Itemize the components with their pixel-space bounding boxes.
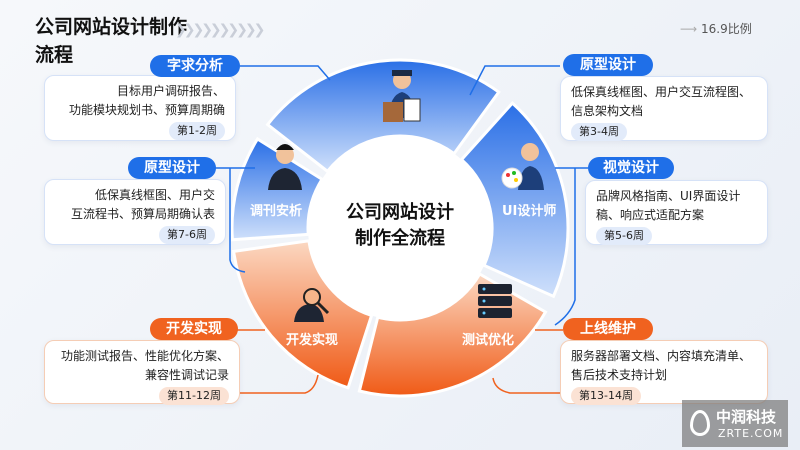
stage-text: 兼容性调试记录 [144, 368, 229, 382]
drop-logo-icon [690, 410, 710, 436]
segment-label-ui-designer: UI设计师 [502, 204, 557, 219]
server-stack-icon [478, 284, 512, 318]
weeks-badge: 第3-4周 [571, 123, 627, 141]
designer-palette-icon [501, 143, 544, 190]
center-title: 公司网站设计 制作全流程 [320, 200, 480, 252]
connector-line [492, 377, 563, 394]
center-title-line: 制作全流程 [355, 228, 445, 249]
arrow-right-icon: ⟶ [680, 22, 702, 36]
stage-card-visual-design: 品牌风格指南、UI界面设计 稿、响应式适配方案 第5-6周 [585, 180, 768, 245]
stage-text: 品牌风格指南、UI界面设计 [596, 189, 741, 203]
weeks-badge: 第5-6周 [596, 227, 652, 245]
connector-line [240, 65, 331, 81]
stage-text: 功能模块规划书、预算周期确 [68, 103, 225, 117]
stage-text: 目标用户调研报告、 [116, 84, 225, 98]
connector-line [240, 374, 319, 394]
watermark-logo: 中润科技 ZRTE.COM [682, 400, 788, 447]
stage-text: 功能测试报告、性能优化方案、 [60, 349, 229, 363]
stage-card-development: 功能测试报告、性能优化方案、 兼容性调试记录 第11-12周 [44, 340, 240, 405]
manager-clipboard-icon [383, 70, 421, 122]
stage-pill-prototype-right[interactable]: 原型设计 [563, 54, 653, 76]
stage-text: 服务器部署文档、内容填充清单、 [571, 349, 752, 363]
stage-pill-requirements[interactable]: 字求分析 [150, 55, 240, 77]
connector-line [229, 168, 246, 273]
stage-card-prototype-right: 低保真线框图、用户交互流程图、 信息架构文档 第3-4周 [560, 76, 768, 141]
stage-card-launch: 服务器部署文档、内容填充清单、 售后技术支持计划 第13-14周 [560, 340, 768, 405]
weeks-badge: 第1-2周 [169, 122, 225, 140]
ratio-text: 16.9比例 [701, 22, 752, 36]
weeks-badge: 第13-14周 [571, 387, 641, 405]
segment-label-testing: 测试优化 [462, 333, 515, 348]
watermark-url: ZRTE.COM [718, 427, 784, 440]
stage-pill-launch[interactable]: 上线维护 [563, 318, 653, 340]
page-title: 公司网站设计制作流程 [35, 16, 188, 66]
stage-text: 稿、响应式适配方案 [596, 208, 705, 222]
stage-card-requirements: 目标用户调研报告、 功能模块规划书、预算周期确 第1-2周 [44, 75, 236, 141]
stage-text: 低保真线框图、用户交 [94, 188, 215, 202]
ratio-label: ⟶ 16.9比例 [680, 20, 752, 37]
developer-magnifier-icon [294, 288, 330, 322]
weeks-badge: 第7-6周 [159, 226, 215, 244]
segment-label-analysis: 调刊安析 [250, 204, 303, 219]
stage-text: 信息架构文档 [571, 104, 644, 118]
stage-card-prototype-left: 低保真线框图、用户交 互流程书、预算局期确认表 第7-6周 [44, 179, 226, 245]
analyst-person-icon [268, 144, 302, 190]
chevron-arrows-decoration: ❯❯❯❯❯❯❯❯❯❯ [175, 22, 265, 38]
connector-line [554, 167, 588, 326]
stage-pill-development[interactable]: 开发实现 [150, 318, 238, 340]
stage-pill-visual-design[interactable]: 视觉设计 [588, 157, 674, 179]
weeks-badge: 第11-12周 [159, 387, 229, 405]
stage-pill-prototype-left[interactable]: 原型设计 [128, 157, 216, 179]
center-title-line: 公司网站设计 [346, 202, 454, 223]
center-circle [308, 136, 492, 320]
watermark-name: 中润科技 [716, 408, 777, 426]
segment-label-development: 开发实现 [286, 333, 339, 348]
stage-text: 售后技术支持计划 [571, 368, 668, 382]
connector-line [469, 65, 560, 96]
stage-text: 互流程书、预算局期确认表 [70, 207, 215, 221]
stage-text: 低保真线框图、用户交互流程图、 [571, 85, 752, 99]
